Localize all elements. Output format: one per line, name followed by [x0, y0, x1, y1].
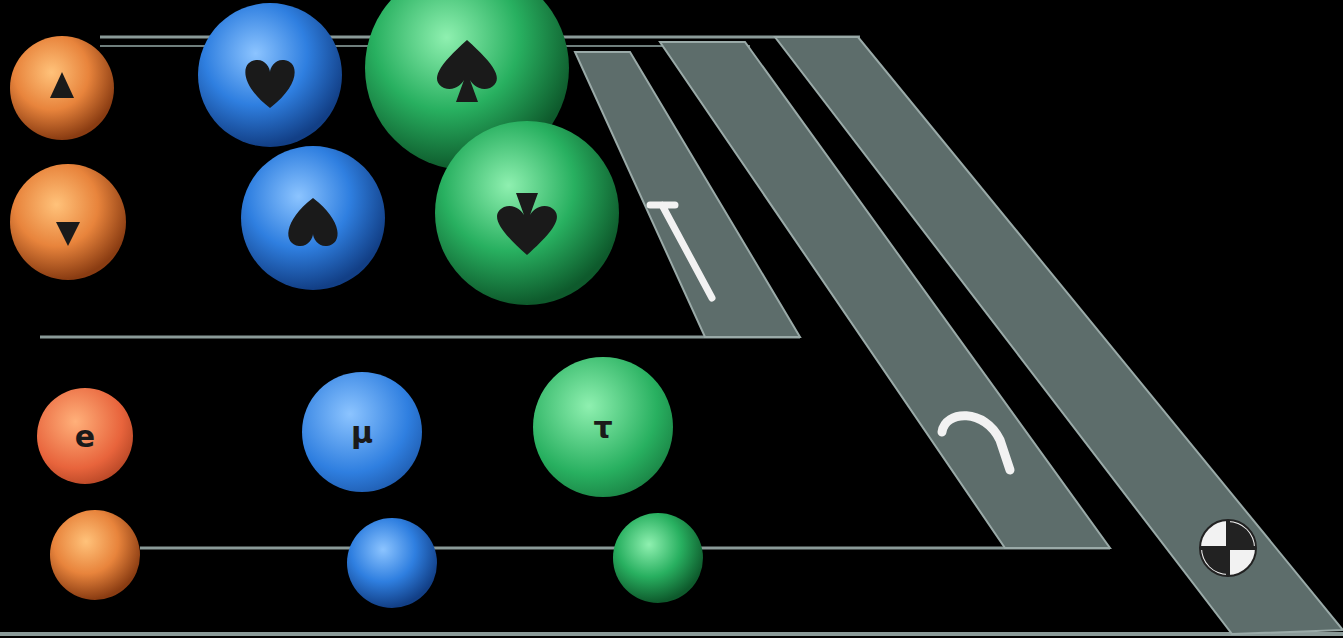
band-symbol [650, 205, 712, 298]
neutrino-sphere [50, 510, 140, 600]
plate-line [40, 336, 800, 339]
quark-sphere [241, 146, 385, 290]
neutrino-sphere [613, 513, 703, 603]
quark-sphere [10, 164, 126, 280]
band-symbol [1200, 520, 1256, 576]
lepton-sphere: μ [302, 372, 422, 492]
lepton-sphere: τ [533, 357, 673, 497]
lepton-sphere: e [37, 388, 133, 484]
neutrino-sphere [347, 518, 437, 608]
particle-symbol: e [75, 419, 95, 454]
particle-symbol: μ [351, 415, 373, 450]
quark-sphere [10, 36, 114, 140]
generation-band [775, 37, 1343, 634]
quark-sphere [435, 121, 619, 305]
quark-sphere [198, 3, 342, 147]
particle-symbol: τ [593, 410, 612, 445]
plate-line [0, 632, 1343, 636]
band-symbol [942, 416, 1010, 470]
